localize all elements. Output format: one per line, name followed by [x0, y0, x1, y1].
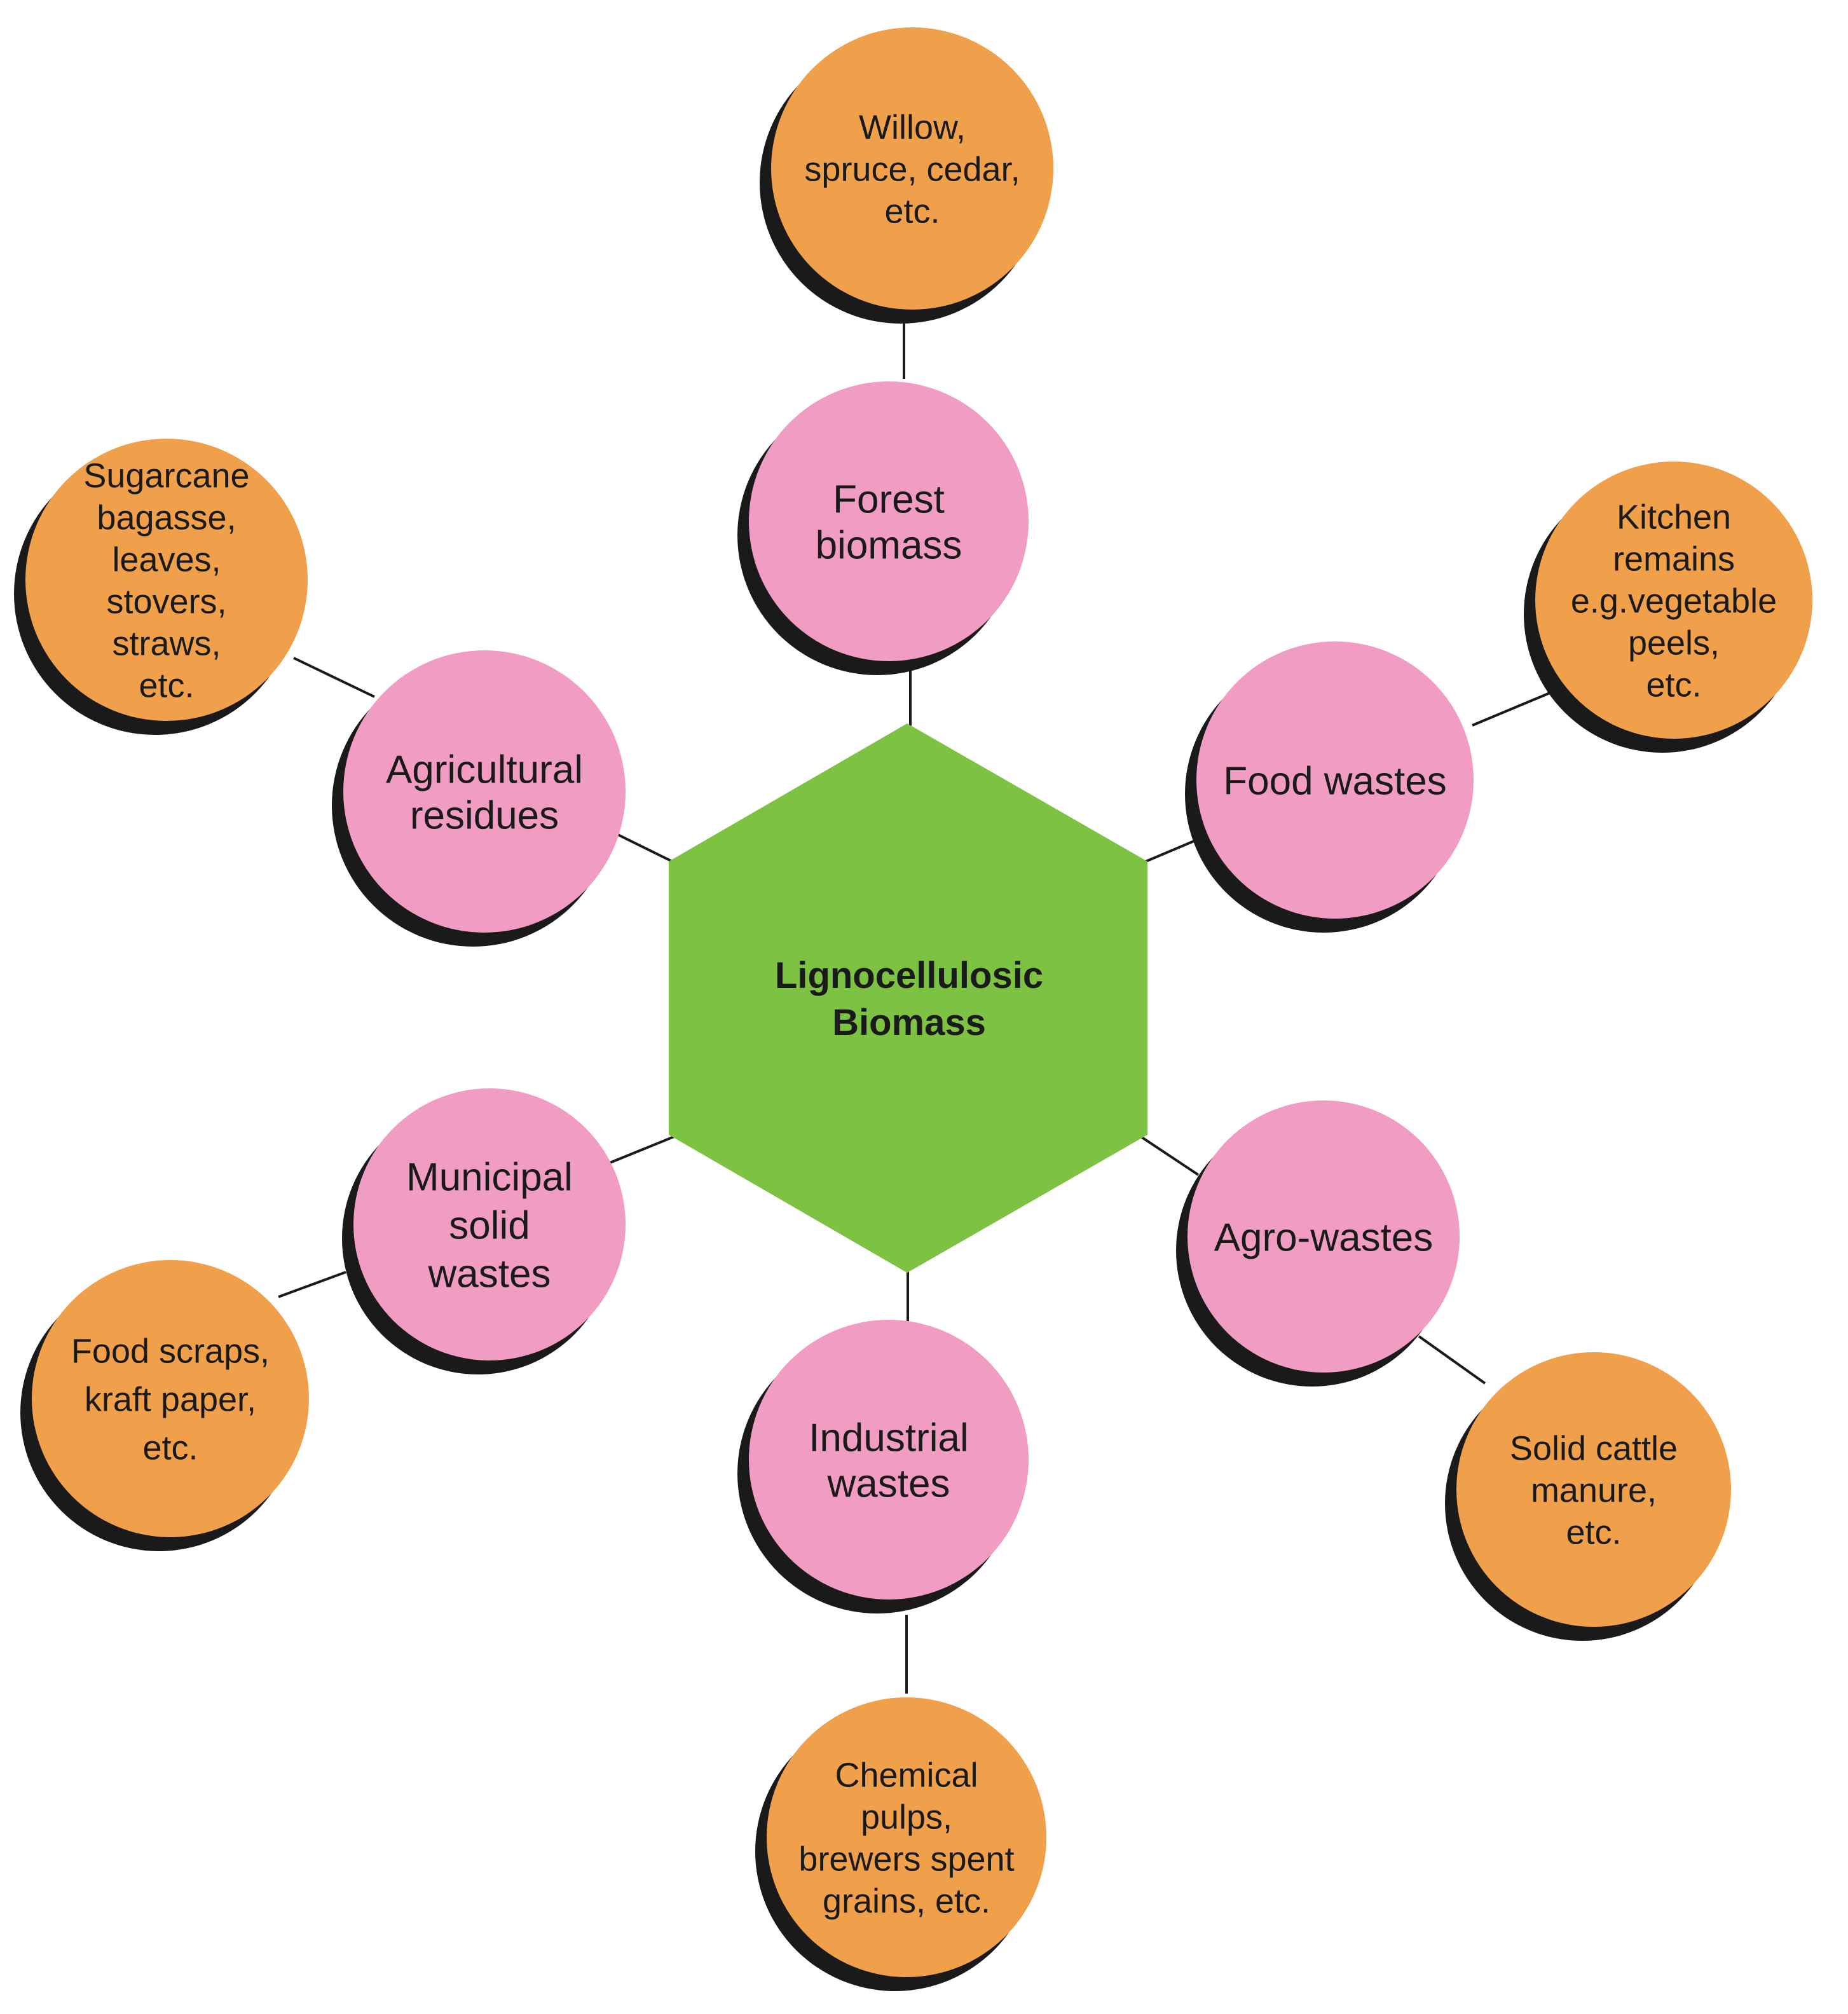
example-node-municipal: Food scraps, kraft paper, etc. — [20, 1260, 309, 1551]
category-label-food-line-1: Food wastes — [1223, 759, 1447, 803]
example-label-agricultural-line-2: bagasse, — [97, 498, 236, 537]
connector-line-food-outer — [1472, 690, 1555, 727]
example-node-agro-circle — [1456, 1352, 1731, 1627]
example-label-agro-line-2: manure, — [1531, 1471, 1657, 1509]
category-label-municipal-line-2: solid — [449, 1203, 530, 1247]
category-node-food: Food wastes — [1185, 641, 1474, 933]
category-label-municipal-line-3: wastes — [428, 1252, 551, 1296]
category-label-municipal-line-1: Municipal — [406, 1155, 573, 1199]
connector-line-agricultural-outer — [293, 657, 375, 698]
connector-line-municipal-outer — [278, 1271, 346, 1298]
category-node-municipal-circle — [353, 1088, 626, 1360]
example-label-industrial-line-3: brewers spent — [798, 1840, 1014, 1878]
example-label-agricultural-line-1: Sugarcane — [83, 456, 249, 495]
example-label-municipal-line-2: kraft paper, — [85, 1380, 256, 1418]
example-label-forest-line-3: etc. — [884, 192, 940, 230]
example-label-food-line-1: Kitchen — [1617, 498, 1731, 536]
category-label-industrial-line-1: Industrial — [809, 1416, 969, 1460]
example-label-food-line-2: remains — [1613, 540, 1735, 578]
connector-line-agro-outer — [1418, 1335, 1486, 1385]
example-node-industrial: Chemical pulps, brewers spent grains, etc. — [755, 1697, 1046, 1991]
category-label-agricultural-line-1: Agricultural — [386, 748, 583, 791]
example-label-agro-line-3: etc. — [1566, 1513, 1621, 1551]
example-label-food-line-5: etc. — [1646, 666, 1701, 704]
example-label-food-line-3: e.g.vegetable — [1571, 582, 1777, 620]
example-node-food-circle — [1535, 462, 1812, 739]
example-node-forest-circle — [771, 27, 1053, 310]
category-node-industrial-circle — [749, 1320, 1029, 1600]
category-node-food-circle — [1196, 641, 1474, 919]
example-label-agro-line-1: Solid cattle — [1510, 1429, 1678, 1467]
example-node-industrial-circle — [767, 1697, 1046, 1977]
example-label-food-line-4: peels, — [1628, 624, 1720, 662]
example-node-municipal-circle — [32, 1260, 309, 1537]
example-label-municipal-line-3: etc. — [142, 1428, 198, 1467]
center-hexagon — [669, 723, 1147, 1273]
example-label-agricultural-line-3: leaves, — [112, 540, 221, 579]
category-node-forest-circle — [749, 381, 1029, 661]
example-label-industrial-line-1: Chemical — [835, 1756, 978, 1794]
category-label-industrial-line-2: wastes — [827, 1462, 950, 1505]
category-label-forest-line-1: Forest — [833, 477, 945, 521]
example-label-agricultural-line-5: straws, — [112, 624, 221, 662]
category-label-agro-line-1: Agro-wastes — [1214, 1216, 1434, 1259]
example-node-forest: Willow, spruce, cedar, etc. — [760, 27, 1053, 324]
example-node-agricultural-circle — [25, 439, 308, 721]
example-label-municipal-line-1: Food scraps, — [71, 1332, 270, 1370]
category-node-agricultural-circle — [343, 650, 626, 933]
example-label-industrial-line-2: pulps, — [861, 1798, 952, 1836]
example-label-industrial-line-4: grains, etc. — [823, 1882, 990, 1920]
example-label-agricultural-line-6: etc. — [139, 666, 194, 704]
example-node-agro: Solid cattle manure, etc. — [1445, 1352, 1731, 1641]
example-label-forest-line-1: Willow, — [859, 108, 966, 146]
center-label-line-2: Biomass — [832, 1002, 986, 1043]
example-label-agricultural-line-4: stovers, — [106, 582, 226, 620]
category-label-forest-line-2: biomass — [816, 523, 962, 567]
category-node-agro-circle — [1188, 1100, 1460, 1373]
center-label-line-1: Lignocellulosic — [775, 955, 1043, 996]
example-node-food: Kitchen remains e.g.vegetable peels, etc. — [1524, 462, 1812, 753]
category-label-agricultural-line-2: residues — [410, 793, 559, 837]
example-label-forest-line-2: spruce, cedar, — [804, 150, 1020, 188]
category-node-agro: Agro-wastes — [1176, 1100, 1460, 1387]
